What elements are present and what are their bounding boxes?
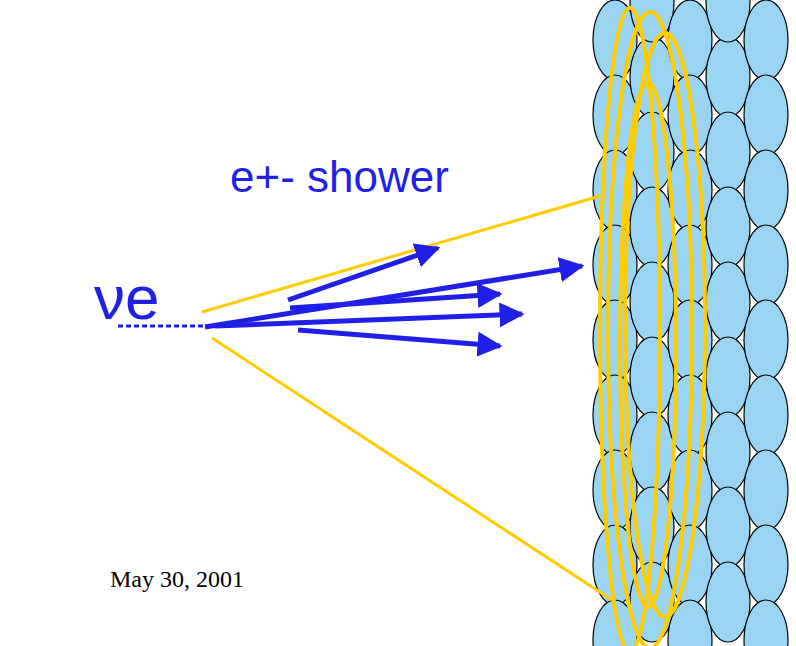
photomultiplier-array xyxy=(593,0,788,646)
date-note: May 30, 2001 xyxy=(110,566,244,593)
cherenkov-cone xyxy=(202,196,612,600)
neutrino-symbol: νe xyxy=(94,262,159,333)
cherenkov-rings xyxy=(600,8,705,646)
shower-tracks xyxy=(205,248,582,346)
shower-label: e+- shower xyxy=(230,152,449,202)
